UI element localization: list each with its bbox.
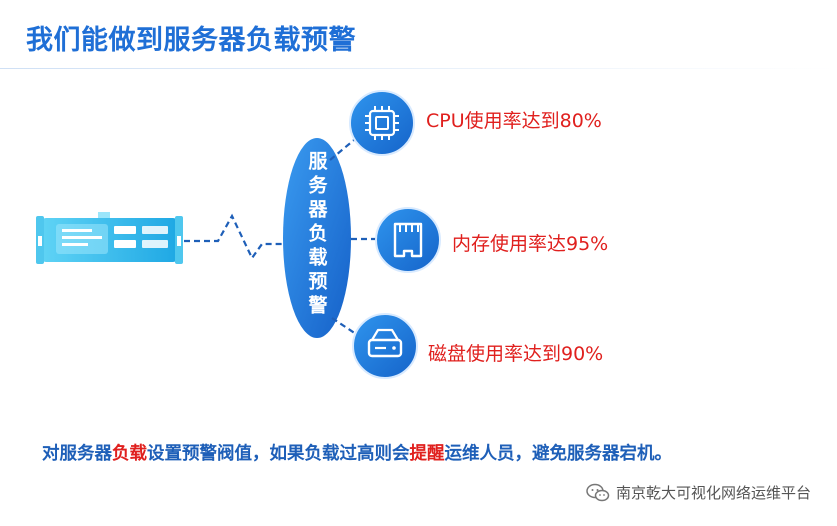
footer-text-1: 对服务器 [42,444,112,464]
footer-description: 对服务器负载设置预警阀值，如果负载过高则会提醒运维人员，避免服务器宕机。 [42,440,672,465]
watermark-text: 南京乾大可视化网络运维平台 [615,484,811,502]
footer-highlight-load: 负载 [112,444,147,464]
page-title: 我们能做到服务器负载预警 [26,25,356,56]
wechat-icon [586,483,610,501]
hard-disk-icon [352,313,418,379]
center-oval-label: 服务器负载预警 [305,151,328,319]
footer-highlight-remind: 提醒 [409,444,445,464]
server-icon [36,212,183,264]
footer-text-3: 运维人员，避免服务器宕机。 [444,444,673,464]
memory-card-icon [375,207,441,273]
disk-alert-label: 磁盘使用率达到90% [428,343,604,365]
memory-alert-label: 内存使用率达95% [452,233,609,255]
cpu-alert-label: CPU使用率达到80% [426,110,602,132]
title-divider [0,68,837,69]
watermark: 南京乾大可视化网络运维平台 [586,482,811,503]
center-oval [283,138,351,338]
footer-text-2: 设置预警阀值，如果负载过高则会 [147,444,410,464]
cpu-icon [349,90,415,156]
zigzag-connector [184,213,294,261]
